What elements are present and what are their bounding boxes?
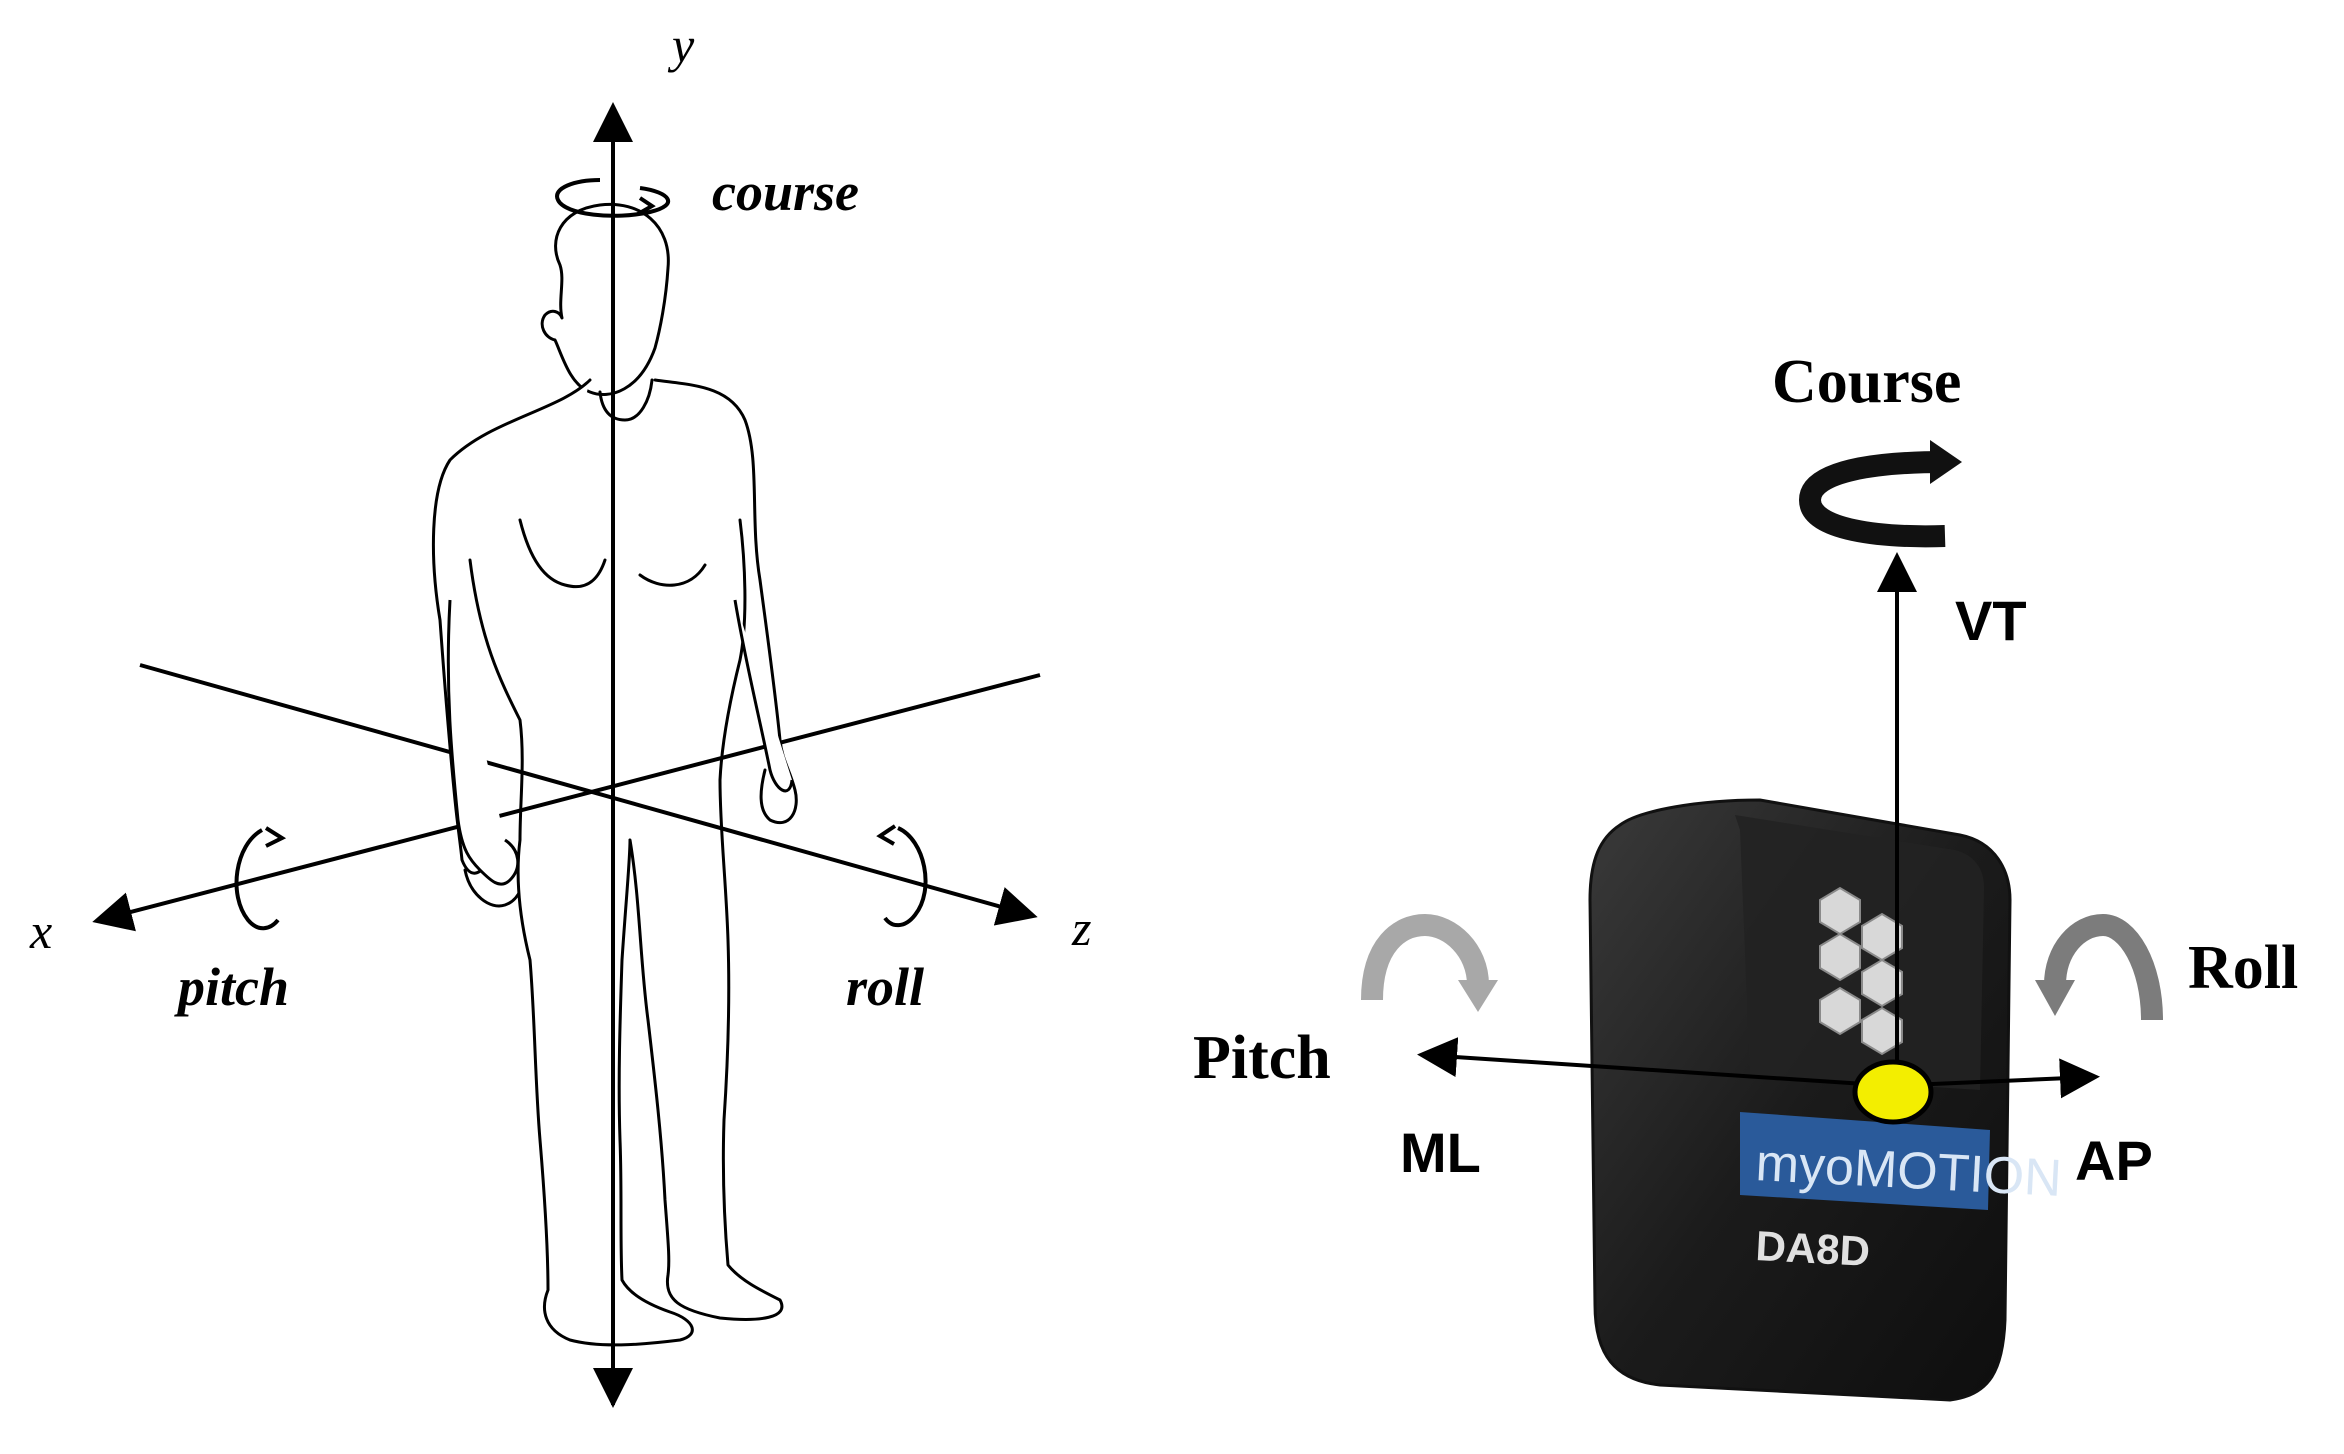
ml-axis-arrow	[1417, 1037, 1881, 1087]
course-label: course	[712, 162, 859, 222]
roll-rotation-icon	[876, 824, 928, 928]
right-panel: myoMOTION DA8D Course VT Pitch ML	[1193, 348, 2298, 1402]
sensor-origin-dot	[1852, 1059, 1934, 1125]
sensor-hexagon-pattern	[1819, 886, 1903, 1056]
z-axis-label: z	[1071, 900, 1091, 956]
roll-rotation-arrow-icon	[2035, 913, 2163, 1021]
pitch-label: pitch	[174, 957, 289, 1017]
sensor-device: myoMOTION DA8D	[1588, 798, 2063, 1402]
pitch-rotation-icon	[234, 826, 287, 931]
y-axis-label: y	[667, 17, 695, 73]
left-panel: y x z course pitch roll	[29, 17, 1091, 1408]
roll-label-right: Roll	[2188, 934, 2298, 1002]
sensor-model-label: DA8D	[1755, 1222, 1872, 1275]
roll-label: roll	[846, 957, 924, 1017]
x-axis-label: x	[29, 903, 52, 959]
z-axis-arrow	[139, 663, 1038, 926]
course-rotation-icon	[555, 178, 671, 218]
ap-label: AP	[2075, 1129, 2153, 1192]
course-label-right: Course	[1772, 348, 1961, 416]
vt-label: VT	[1955, 589, 2027, 652]
ap-axis-arrow	[1909, 1058, 2100, 1099]
pitch-label-right: Pitch	[1193, 1024, 1331, 1092]
x-axis-arrow	[92, 673, 1041, 932]
course-rotation-arrow-icon	[1798, 440, 1962, 548]
ml-label: ML	[1400, 1121, 1481, 1184]
pitch-rotation-arrow-icon	[1361, 913, 1498, 1012]
